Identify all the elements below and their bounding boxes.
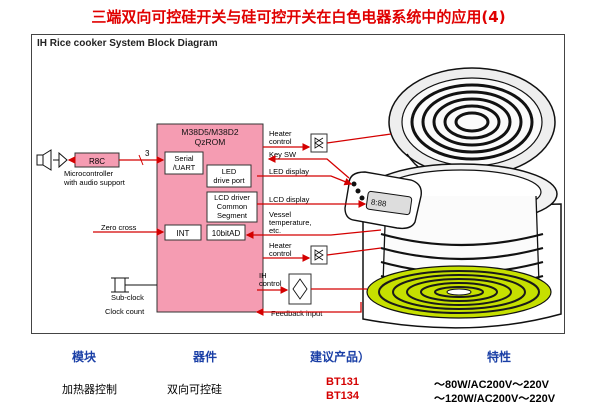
segment-label: Segment <box>217 211 248 220</box>
heater-control-1b-label: control <box>269 137 292 146</box>
triac-2-icon <box>310 245 328 265</box>
vessel-temp-label: temperature, <box>269 218 312 227</box>
led-drive-box <box>206 164 252 188</box>
ih-label: IH <box>259 271 267 280</box>
feedback-label: Feedback input <box>271 309 323 318</box>
int-label: INT <box>177 229 190 238</box>
adc-box <box>206 224 246 241</box>
header-specs: 特性 <box>487 350 512 364</box>
vessel-label: Vessel <box>269 210 291 219</box>
drive-port-label: drive port <box>213 176 245 185</box>
led-label: LED <box>222 167 237 176</box>
header-device: 器件 <box>193 350 218 364</box>
heater-control-2-label: Heater <box>269 241 292 250</box>
spec-bt134: ～120W/AC200V～220V <box>434 393 556 405</box>
ih-heating-coil <box>366 265 552 319</box>
speaker-icon <box>36 154 44 166</box>
crystal-icon <box>114 277 126 293</box>
product-bt134: BT134 <box>326 390 360 402</box>
product-bt131: BT131 <box>326 376 360 388</box>
vessel-etc-label: etc. <box>269 226 281 235</box>
mic-line2: with audio support <box>63 178 126 187</box>
zero-cross-label: Zero cross <box>101 223 137 232</box>
r8c-label: R8C <box>89 157 105 166</box>
rice-cooker-illustration: 8:88 <box>344 67 562 329</box>
slide-title: 三端双向可控硅开关与硅可控开关在白色电器系统中的应用(4) <box>91 8 506 26</box>
clock-count-label: Clock count <box>105 307 145 316</box>
lcd-driver-label: LCD driver <box>214 193 250 202</box>
ih-control-label: control <box>259 279 282 288</box>
key-sw-label: Key SW <box>269 150 297 159</box>
cooker-lid <box>388 67 556 181</box>
block-diagram: IH Rice cooker System Block Diagram <box>31 34 565 334</box>
triac-1-icon <box>310 133 328 153</box>
header-products: 建议产品） <box>310 350 371 364</box>
int-box <box>164 224 202 241</box>
spec-bt131: ～80W/AC200V～220V <box>434 379 549 391</box>
serial-label: Serial <box>174 154 194 163</box>
diagram-title: IH Rice cooker System Block Diagram <box>37 38 218 49</box>
mcu-name: M38D5/M38D2 <box>181 127 238 137</box>
common-label: Common <box>217 202 247 211</box>
sub-clock-section: Sub-clock Clock count <box>105 277 157 316</box>
led-display-label: LED display <box>269 167 309 176</box>
serial-uart-box <box>164 151 204 175</box>
lcd-driver-box <box>206 191 258 223</box>
mcu-rom: QzROM <box>195 137 226 147</box>
heater-control-2b-label: control <box>269 249 292 258</box>
row-device: 双向可控硅 <box>167 383 222 396</box>
adc-label: 10bitAD <box>212 229 241 238</box>
mcu-block: M38D5/M38D2 QzROM Serial /UART LED drive… <box>156 123 264 313</box>
row-module: 加热器控制 <box>62 383 117 396</box>
lcd-display-label: LCD display <box>269 195 310 204</box>
sub-clock-label: Sub-clock <box>111 293 144 302</box>
header-module: 模块 <box>72 350 97 364</box>
audio-section: R8C 3 Microcontroller with audio support <box>36 149 165 187</box>
r8c-count: 3 <box>145 149 150 158</box>
diagram-svg: IH Rice cooker System Block Diagram <box>31 34 565 334</box>
svg-text:8:88: 8:88 <box>370 198 387 209</box>
amp-icon <box>58 151 68 169</box>
uart-label: /UART <box>173 163 196 172</box>
heater-control-1-label: Heater <box>269 129 292 138</box>
mic-line1: Microcontroller <box>64 169 114 178</box>
